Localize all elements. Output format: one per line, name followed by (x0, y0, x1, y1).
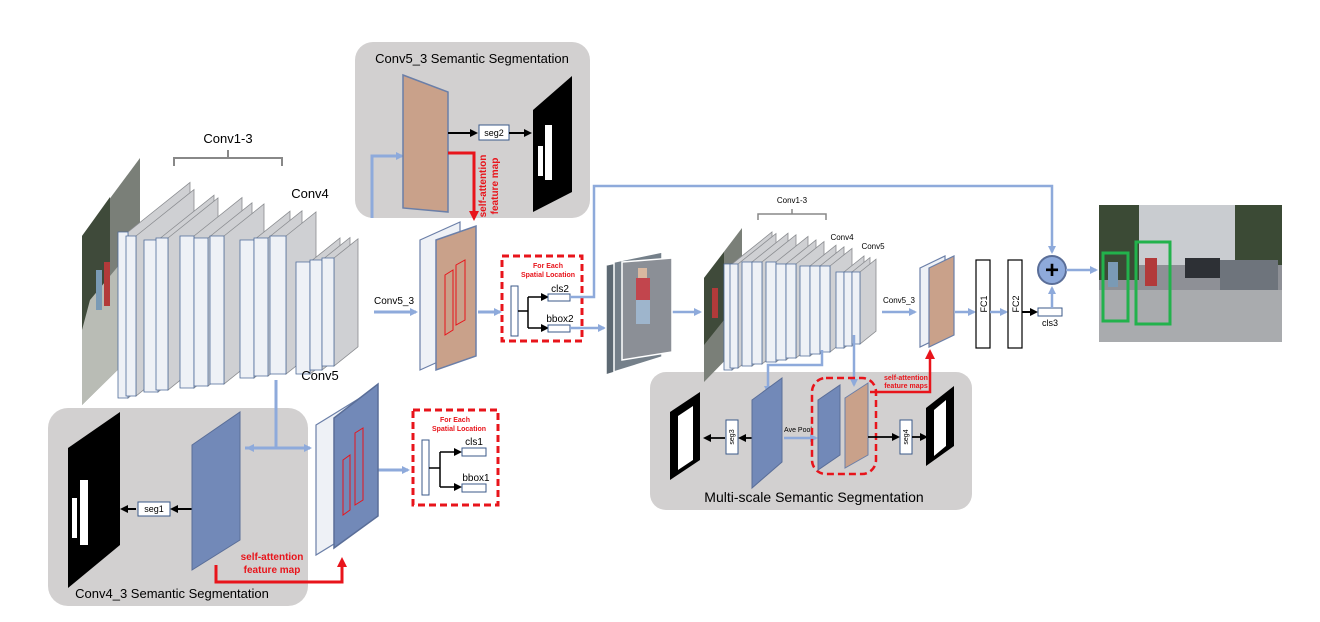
bottom-bbox-label: bbox1 (462, 473, 490, 484)
backbone1-conv5-label: Conv5 (301, 368, 339, 383)
backbone2-conv5-label: Conv5 (861, 242, 885, 251)
seg4-mask (926, 386, 954, 466)
seg2-label: seg2 (484, 128, 504, 138)
bottom-spatial-label-2: Spatial Location (432, 426, 486, 433)
multiscale-feature-tan (844, 382, 869, 469)
conv4-seg-title: Conv4_3 Semantic Segmentation (75, 586, 269, 601)
seg4-label: seg4 (903, 429, 910, 444)
top-spatial-label-2: Spatial Location (521, 272, 575, 279)
fc1-label: FC1 (979, 295, 989, 312)
backbone1-conv53-label: Conv5_3 (374, 296, 414, 307)
bottom-detection-head: For Each Spatial Location cls1 bbox1 (411, 408, 500, 507)
conv43-feature-stack (315, 382, 379, 557)
fusion-plus-symbol: + (1045, 257, 1059, 284)
output-image (1099, 205, 1282, 342)
backbone-2-arrows (764, 308, 917, 394)
backbone-2-layer-13 (851, 258, 877, 345)
top-attention-arrow (448, 151, 479, 221)
right-attention-arrow (870, 349, 935, 394)
seg3-mask (670, 392, 700, 480)
bottom-attention-label-1: self-attention (241, 552, 304, 563)
proposal-crops (605, 251, 673, 377)
backbone2-conv13-label: Conv1-3 (777, 196, 808, 205)
conv53-feature-stack-right (919, 255, 955, 348)
top-bbox-label: bbox2 (546, 314, 574, 325)
cls3-box (1037, 307, 1063, 317)
top-spatial-label-1: For Each (533, 263, 563, 270)
fc1-box (975, 259, 991, 349)
cls3-label: cls3 (1042, 318, 1058, 328)
conv4-seg-feature-map (191, 411, 241, 571)
multiscale-attention-group (810, 376, 878, 476)
seg1-mask (68, 412, 120, 588)
conv13-brace-2 (757, 209, 827, 220)
bottom-spatial-label-1: For Each (440, 417, 470, 424)
top-attention-label-1: self-attention (478, 155, 489, 218)
bottom-cls-label: cls1 (465, 437, 483, 448)
backbone-1-layer-13 (321, 237, 359, 367)
ave-pool-label: Ave Pool (784, 427, 812, 434)
bottom-attention-label-2: feature map (244, 565, 301, 576)
seg3-label: seg3 (729, 429, 736, 444)
top-detection-head: For Each Spatial Location cls2 bbox2 (500, 254, 584, 343)
multiscale-feature-blue (751, 377, 783, 490)
right-attention-label-2: feature maps (884, 383, 928, 390)
seg1-label: seg1 (144, 504, 164, 514)
top-head-arrows (570, 184, 1056, 332)
top-attention-label-2: feature map (490, 158, 501, 215)
backbone-1-arrows (245, 152, 502, 474)
fc2-label: FC2 (1011, 295, 1021, 312)
backbone2-conv4-label: Conv4 (830, 233, 854, 242)
bottom-attention-arrow (214, 557, 347, 584)
backbone-1-layers (117, 181, 359, 399)
conv13-brace-1 (173, 150, 283, 166)
conv5-seg-feature-map (402, 73, 449, 213)
backbone2-conv53-label: Conv5_3 (883, 296, 916, 305)
conv53-feature-stack-top (419, 221, 477, 372)
backbone1-conv13-label: Conv1-3 (203, 131, 252, 146)
backbone-2-layers (723, 231, 877, 371)
fc2-box (1007, 259, 1023, 349)
seg2-mask (533, 76, 572, 212)
conv5-seg-title: Conv5_3 Semantic Segmentation (375, 51, 569, 66)
multiscale-seg-title: Multi-scale Semantic Segmentation (704, 489, 923, 505)
right-attention-label-1: self-attention (884, 375, 928, 382)
backbone1-conv4-label: Conv4 (291, 186, 329, 201)
top-cls-label: cls2 (551, 284, 569, 295)
multiscale-feature-pooled (817, 384, 841, 471)
